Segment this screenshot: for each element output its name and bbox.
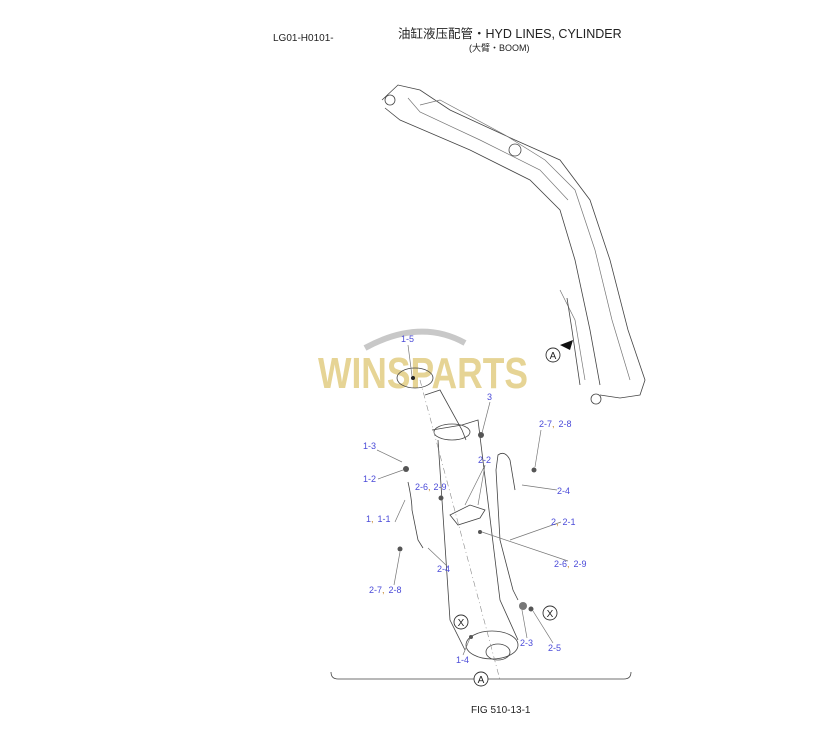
label-1-3: 1-3 [363, 441, 376, 451]
label-3: 3 [487, 392, 492, 402]
marker-x-left: X [453, 614, 469, 630]
callout-labels: 1-5 3 1-3 1-2 2-6,2-9 2-2 1,1-1 2-7,2-8 … [363, 334, 587, 665]
label-1-1-1: 1,1-1 [366, 514, 391, 524]
marker-x-right: X [542, 605, 558, 621]
drawing-title: 油缸液压配管・HYD LINES, CYLINDER [398, 27, 622, 41]
watermark: WINSPARTS [318, 328, 528, 398]
label-1-2: 1-2 [363, 474, 376, 484]
label-1-4: 1-4 [456, 655, 469, 665]
svg-text:A: A [478, 675, 485, 686]
label-2-6-2-9-upper: 2-6,2-9 [415, 482, 447, 492]
drawing-code: LG01-H0101- [273, 33, 334, 44]
svg-text:X: X [547, 609, 554, 620]
drawing-subtitle: (大臂・BOOM) [469, 43, 530, 53]
label-2-3: 2-3 [520, 638, 533, 648]
watermark-text: WINSPARTS [318, 349, 528, 398]
label-2-4-left: 2-4 [437, 564, 450, 574]
cylinder-drawing [376, 344, 569, 681]
label-2-2: 2-2 [478, 455, 491, 465]
svg-text:A: A [550, 351, 557, 362]
label-1-5: 1-5 [401, 334, 414, 344]
label-2-5: 2-5 [548, 643, 561, 653]
label-2-7-2-8-lower: 2-7,2-8 [369, 585, 402, 595]
label-2-4-right: 2-4 [557, 486, 570, 496]
svg-text:X: X [458, 618, 465, 629]
label-2-6-2-9-lower: 2-6,2-9 [554, 559, 587, 569]
label-2-7-2-8-upper: 2-7,2-8 [539, 419, 572, 429]
marker-a-top: A [545, 347, 561, 363]
figure-number: FIG 510-13-1 [471, 705, 531, 716]
view-a-bracket: A [330, 671, 632, 687]
boom-drawing [381, 84, 646, 405]
label-2-2-1: 2,2-1 [551, 517, 576, 527]
